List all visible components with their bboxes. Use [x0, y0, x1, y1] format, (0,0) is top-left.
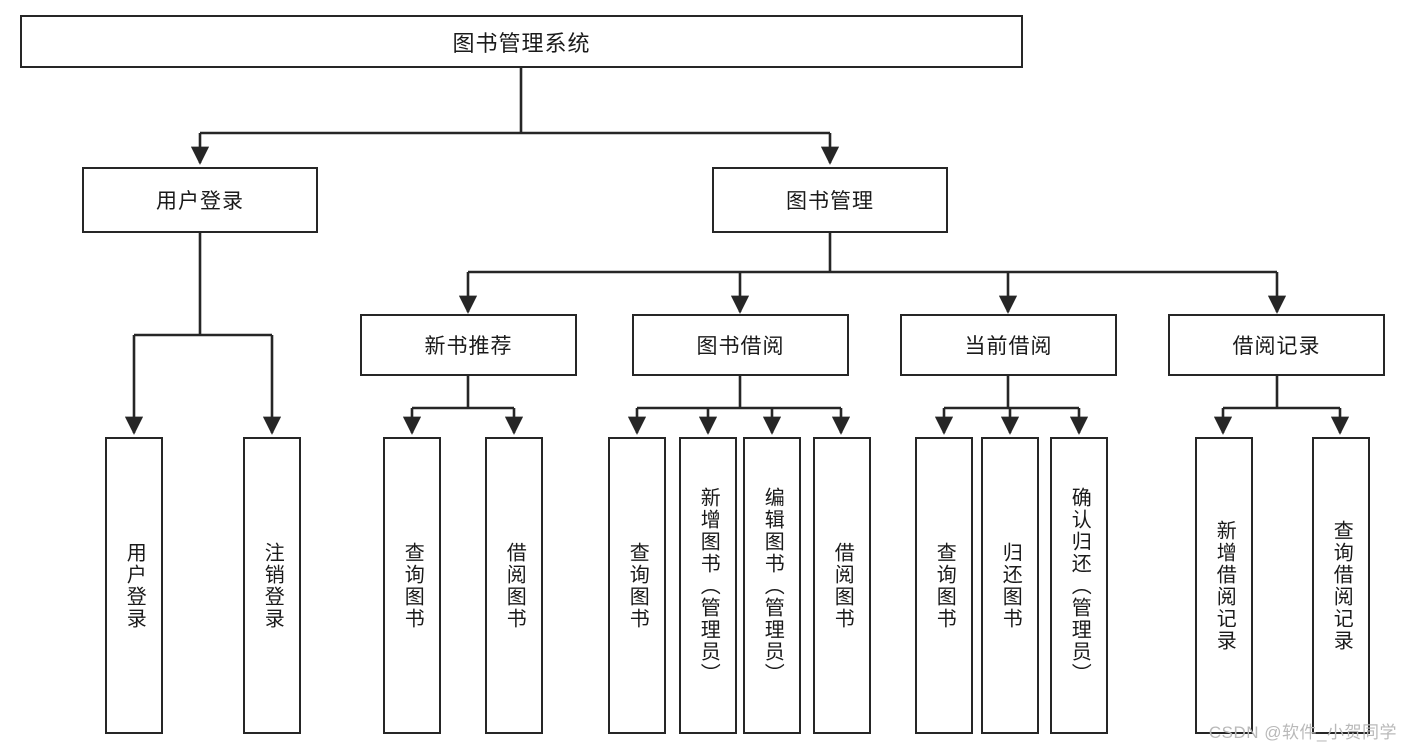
leaf-record-query-record[interactable]: 查询借阅记录	[1312, 437, 1370, 734]
leaf-borrow-query-book[interactable]: 查询图书	[608, 437, 666, 734]
node-borrow-record[interactable]: 借阅记录	[1168, 314, 1385, 376]
node-label: 查询图书	[933, 541, 956, 630]
node-label: 编辑图书（管理员）	[761, 486, 784, 685]
leaf-borrow-edit-book[interactable]: 编辑图书（管理员）	[743, 437, 801, 734]
leaf-current-query-book[interactable]: 查询图书	[915, 437, 973, 734]
node-label: 新书推荐	[424, 335, 513, 358]
node-label: 查询图书	[401, 541, 424, 630]
node-label: 新增图书（管理员）	[697, 486, 720, 685]
node-label: 图书管理	[786, 190, 874, 213]
leaf-record-add-record[interactable]: 新增借阅记录	[1195, 437, 1253, 734]
node-label: 图书借阅	[696, 335, 785, 358]
node-label: 确认归还（管理员）	[1068, 486, 1091, 685]
node-label: 查询图书	[626, 541, 649, 630]
node-book-borrow[interactable]: 图书借阅	[632, 314, 849, 376]
node-root-system[interactable]: 图书管理系统	[20, 15, 1023, 68]
leaf-current-confirm-return[interactable]: 确认归还（管理员）	[1050, 437, 1108, 734]
node-label: 借阅记录	[1232, 335, 1321, 358]
leaf-current-return-book[interactable]: 归还图书	[981, 437, 1039, 734]
watermark-text: CSDN @软件_小贺同学	[1208, 723, 1397, 742]
node-label: 当前借阅	[964, 335, 1053, 358]
node-label: 借阅图书	[503, 541, 526, 630]
node-label: 借阅图书	[831, 541, 854, 630]
node-label: 归还图书	[999, 541, 1022, 630]
node-user-login[interactable]: 用户登录	[82, 167, 318, 233]
leaf-recommend-query-book[interactable]: 查询图书	[383, 437, 441, 734]
leaf-borrow-add-book[interactable]: 新增图书（管理员）	[679, 437, 737, 734]
leaf-borrow-borrow-book[interactable]: 借阅图书	[813, 437, 871, 734]
node-label: 用户登录	[123, 541, 146, 630]
node-label: 图书管理系统	[452, 30, 591, 56]
leaf-user-login-login[interactable]: 用户登录	[105, 437, 163, 734]
node-current-borrow[interactable]: 当前借阅	[900, 314, 1117, 376]
node-label: 用户登录	[156, 190, 244, 213]
node-label: 查询借阅记录	[1330, 519, 1353, 652]
node-label: 新增借阅记录	[1213, 519, 1236, 652]
node-book-management[interactable]: 图书管理	[712, 167, 948, 233]
leaf-user-login-logout[interactable]: 注销登录	[243, 437, 301, 734]
node-label: 注销登录	[261, 541, 284, 630]
node-new-book-recommend[interactable]: 新书推荐	[360, 314, 577, 376]
leaf-recommend-borrow-book[interactable]: 借阅图书	[485, 437, 543, 734]
